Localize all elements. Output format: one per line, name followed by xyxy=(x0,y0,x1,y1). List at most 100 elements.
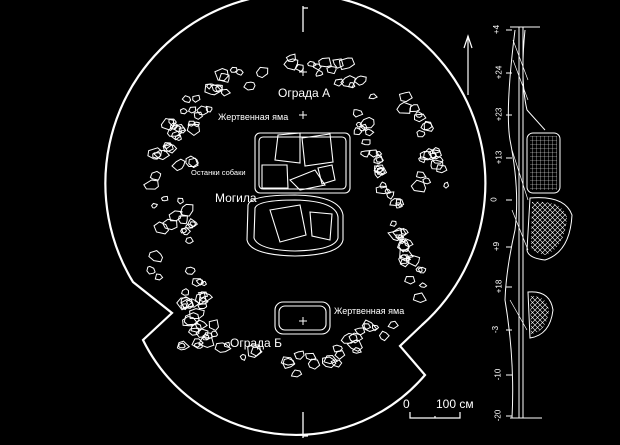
section-marker-bottom xyxy=(302,412,308,438)
stone xyxy=(189,308,205,320)
stone xyxy=(395,199,405,207)
stone xyxy=(160,117,175,131)
stone xyxy=(363,323,372,331)
stone xyxy=(375,151,383,156)
stone xyxy=(171,158,186,172)
stone xyxy=(154,273,164,281)
stone xyxy=(211,84,223,93)
stone xyxy=(321,356,337,369)
stone xyxy=(418,282,428,288)
stone xyxy=(405,254,421,267)
stone xyxy=(400,227,409,235)
stone xyxy=(176,340,191,351)
stone xyxy=(389,220,397,227)
label-enclosure-a: Ограда А xyxy=(278,86,331,100)
stone xyxy=(352,109,364,118)
stone xyxy=(153,221,170,235)
stone xyxy=(168,118,177,127)
stone xyxy=(415,171,427,179)
stone xyxy=(160,195,169,202)
stone xyxy=(285,53,297,63)
sacrificial-pit-upper-outline xyxy=(254,132,351,194)
stone xyxy=(432,155,444,164)
stone xyxy=(179,107,188,115)
stone xyxy=(368,93,378,100)
stone xyxy=(378,330,390,342)
stone xyxy=(326,65,337,75)
stone xyxy=(229,66,238,73)
section-marker-top xyxy=(302,6,308,32)
stone xyxy=(180,298,195,309)
stone xyxy=(195,278,204,286)
stone xyxy=(373,155,384,165)
stone xyxy=(146,265,156,275)
stones xyxy=(143,53,450,378)
stone xyxy=(423,148,437,161)
stone xyxy=(170,130,182,141)
profile-tick-label: +18 xyxy=(494,279,504,294)
stone xyxy=(360,150,371,158)
stone xyxy=(193,111,204,120)
stone xyxy=(187,106,197,114)
north-arrow-icon xyxy=(463,34,473,95)
stone xyxy=(294,64,304,73)
stone xyxy=(371,324,380,332)
stone xyxy=(177,215,188,225)
stone xyxy=(181,95,192,104)
stone xyxy=(333,78,345,87)
profile-tick-label: +4 xyxy=(492,24,502,35)
stone xyxy=(192,121,200,128)
stone xyxy=(387,320,399,330)
stone xyxy=(364,128,375,137)
stone xyxy=(398,254,410,265)
stone xyxy=(290,369,303,378)
stone xyxy=(307,60,317,68)
stone xyxy=(152,152,162,159)
stone xyxy=(352,347,362,354)
stone xyxy=(189,221,197,228)
stone xyxy=(188,157,199,169)
profile-tick-label: +23 xyxy=(494,107,504,122)
survey-cross-icon xyxy=(299,111,307,119)
stone xyxy=(361,139,371,146)
stone xyxy=(347,82,356,89)
stone xyxy=(191,338,204,348)
profile-tick-label: +9 xyxy=(492,241,502,252)
stone xyxy=(419,150,433,161)
stone xyxy=(223,341,231,348)
label-dog-remains: Останки собаки xyxy=(191,168,246,177)
stone xyxy=(283,58,299,71)
stone xyxy=(162,142,172,150)
stone xyxy=(404,275,416,285)
stone xyxy=(214,342,232,353)
stone xyxy=(218,72,230,83)
stone xyxy=(348,332,364,344)
stone xyxy=(215,85,224,92)
stone xyxy=(418,156,426,164)
stone xyxy=(148,250,164,263)
stone xyxy=(186,123,201,137)
stone xyxy=(376,168,386,175)
enclosure-outline xyxy=(104,0,487,436)
stone xyxy=(169,122,178,130)
stone xyxy=(147,147,163,160)
stone xyxy=(187,120,196,127)
stone xyxy=(198,291,214,303)
stone xyxy=(318,57,332,68)
stone xyxy=(307,358,321,370)
stone xyxy=(197,291,209,299)
stone xyxy=(149,170,162,181)
stone xyxy=(376,167,388,176)
stone xyxy=(255,66,269,79)
stone xyxy=(338,57,356,71)
stone xyxy=(353,126,363,136)
stone xyxy=(359,116,375,129)
stone xyxy=(422,177,432,185)
stone xyxy=(397,240,410,252)
label-sacrificial-pit-lower: Жертвенная яма xyxy=(334,306,405,316)
stone xyxy=(239,353,247,361)
stone xyxy=(185,236,194,244)
stone xyxy=(161,218,178,231)
